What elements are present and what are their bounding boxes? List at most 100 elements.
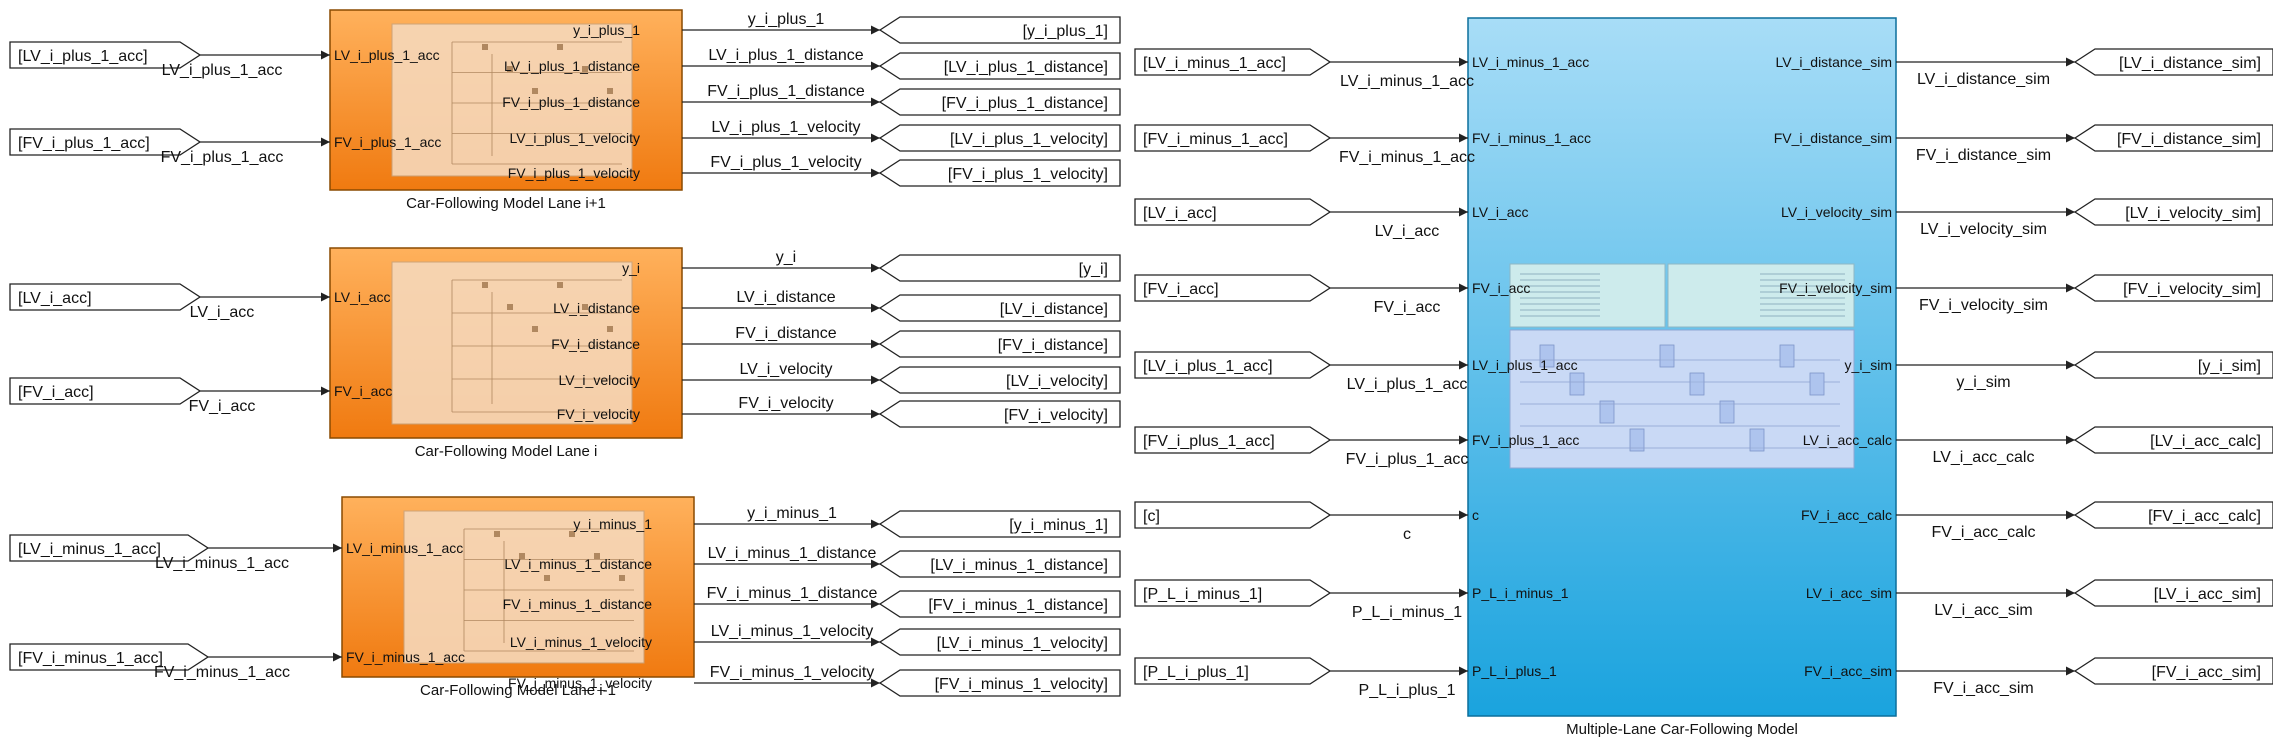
signal-label: LV_i_acc	[190, 304, 255, 321]
subsystem-preview	[403, 510, 645, 664]
signal-label: LV_i_acc_calc	[1933, 449, 2035, 466]
from-tag[interactable]: [LV_i_plus_1_acc]	[1134, 351, 1332, 379]
signal-label: LV_i_distance	[736, 289, 835, 306]
signal-label: y_i_sim	[1956, 374, 2010, 391]
goto-tag-label: [LV_i_plus_1_distance]	[944, 59, 1108, 76]
output-port-label: LV_i_plus_1_velocity	[510, 130, 641, 146]
input-port-label: FV_i_acc	[1472, 280, 1530, 296]
signal-label: LV_i_plus_1_acc	[1347, 376, 1468, 393]
from-tag[interactable]: [LV_i_acc]	[1134, 198, 1332, 226]
goto-tag-label: [FV_i_velocity]	[1004, 407, 1108, 424]
signal-label: y_i	[776, 249, 796, 266]
output-port-label: y_i_plus_1	[573, 22, 640, 38]
goto-tag-label: [FV_i_velocity_sim]	[2123, 281, 2261, 298]
goto-tag[interactable]: [FV_i_acc_calc]	[2073, 501, 2273, 529]
goto-tag-label: [FV_i_plus_1_distance]	[942, 95, 1108, 112]
from-tag[interactable]: [c]	[1134, 501, 1332, 529]
goto-tag[interactable]: [FV_i_plus_1_distance]	[878, 88, 1121, 116]
output-port-label: LV_i_plus_1_distance	[504, 58, 640, 74]
from-tag-label: [LV_i_minus_1_acc]	[18, 541, 161, 558]
goto-tag[interactable]: [FV_i_minus_1_distance]	[878, 590, 1121, 618]
from-tag-label: [FV_i_plus_1_acc]	[18, 135, 150, 152]
signal-label: FV_i_minus_1_acc	[1339, 149, 1475, 166]
goto-tag[interactable]: [y_i_sim]	[2073, 351, 2273, 379]
goto-tag[interactable]: [FV_i_distance]	[878, 330, 1121, 358]
goto-tag[interactable]: [LV_i_minus_1_velocity]	[878, 628, 1121, 656]
output-port-label: FV_i_plus_1_distance	[502, 94, 640, 110]
goto-tag[interactable]: [y_i]	[878, 254, 1121, 282]
output-port-label: FV_i_distance	[551, 336, 640, 352]
signal-label: FV_i_acc	[1374, 299, 1441, 316]
from-tag[interactable]: [FV_i_minus_1_acc]	[1134, 124, 1332, 152]
signal-label: LV_i_acc	[1375, 223, 1440, 240]
from-tag[interactable]: [FV_i_acc]	[9, 377, 202, 405]
from-tag[interactable]: [FV_i_plus_1_acc]	[9, 128, 202, 156]
goto-tag[interactable]: [FV_i_velocity_sim]	[2073, 274, 2273, 302]
goto-tag[interactable]: [LV_i_distance_sim]	[2073, 48, 2273, 76]
output-port-label: FV_i_distance_sim	[1774, 130, 1892, 146]
from-tag-label: [LV_i_acc]	[18, 290, 92, 307]
goto-tag[interactable]: [FV_i_velocity]	[878, 400, 1121, 428]
goto-tag[interactable]: [LV_i_plus_1_velocity]	[878, 124, 1121, 152]
goto-tag-label: [FV_i_acc_calc]	[2148, 508, 2261, 525]
goto-tag[interactable]: [FV_i_plus_1_velocity]	[878, 159, 1121, 187]
goto-tag[interactable]: [FV_i_distance_sim]	[2073, 124, 2273, 152]
goto-tag[interactable]: [y_i_minus_1]	[878, 510, 1121, 538]
output-port-label: LV_i_acc_sim	[1806, 585, 1892, 601]
from-tag[interactable]: [LV_i_plus_1_acc]	[9, 41, 202, 69]
input-port-label: LV_i_acc	[1472, 204, 1529, 220]
goto-tag[interactable]: [LV_i_velocity]	[878, 366, 1121, 394]
goto-tag-label: [FV_i_minus_1_distance]	[928, 597, 1108, 614]
goto-tag[interactable]: [FV_i_acc_sim]	[2073, 657, 2273, 685]
input-port-label: LV_i_minus_1_acc	[1472, 54, 1589, 70]
from-tag-label: [FV_i_minus_1_acc]	[1143, 131, 1288, 148]
input-port-label: FV_i_plus_1_acc	[334, 134, 441, 150]
signal-label: c	[1403, 526, 1411, 543]
from-tag[interactable]: [LV_i_acc]	[9, 283, 202, 311]
goto-tag-label: [LV_i_distance]	[1000, 301, 1108, 318]
from-tag[interactable]: [LV_i_minus_1_acc]	[1134, 48, 1332, 76]
goto-tag-label: [LV_i_velocity]	[1006, 373, 1108, 390]
goto-tag-label: [LV_i_minus_1_distance]	[930, 557, 1108, 574]
from-tag-label: [LV_i_acc]	[1143, 205, 1217, 222]
output-port-label: LV_i_minus_1_velocity	[510, 634, 652, 650]
input-port-label: P_L_i_plus_1	[1472, 663, 1557, 679]
signal-label: LV_i_minus_1_acc	[155, 555, 289, 572]
signal-label: LV_i_plus_1_distance	[708, 47, 863, 64]
goto-tag[interactable]: [LV_i_acc_sim]	[2073, 579, 2273, 607]
goto-tag[interactable]: [LV_i_minus_1_distance]	[878, 550, 1121, 578]
from-tag[interactable]: [FV_i_minus_1_acc]	[9, 643, 210, 671]
signal-label: LV_i_velocity_sim	[1920, 221, 2047, 238]
goto-tag[interactable]: [LV_i_acc_calc]	[2073, 426, 2273, 454]
from-tag[interactable]: [P_L_i_minus_1]	[1134, 579, 1332, 607]
goto-tag[interactable]: [LV_i_distance]	[878, 294, 1121, 322]
signal-label: y_i_plus_1	[748, 11, 825, 28]
subsystem-preview	[1509, 263, 1855, 469]
goto-tag-label: [LV_i_distance_sim]	[2119, 55, 2261, 72]
from-tag[interactable]: [FV_i_acc]	[1134, 274, 1332, 302]
goto-tag[interactable]: [LV_i_velocity_sim]	[2073, 198, 2273, 226]
from-tag[interactable]: [P_L_i_plus_1]	[1134, 657, 1332, 685]
goto-tag-label: [y_i]	[1079, 261, 1108, 278]
from-tag-label: [FV_i_plus_1_acc]	[1143, 433, 1275, 450]
signal-label: FV_i_plus_1_acc	[161, 149, 284, 166]
input-port-label: LV_i_minus_1_acc	[346, 540, 463, 556]
from-tag[interactable]: [LV_i_minus_1_acc]	[9, 534, 210, 562]
from-tag-label: [FV_i_acc]	[18, 384, 94, 401]
from-tag-label: [P_L_i_minus_1]	[1143, 586, 1262, 603]
subsystem-preview	[391, 261, 633, 425]
goto-tag[interactable]: [FV_i_minus_1_velocity]	[878, 669, 1121, 697]
input-port-label: LV_i_acc	[334, 289, 391, 305]
goto-tag-label: [LV_i_acc_sim]	[2154, 586, 2261, 603]
goto-tag-label: [y_i_plus_1]	[1023, 23, 1108, 40]
from-tag-label: [LV_i_minus_1_acc]	[1143, 55, 1286, 72]
input-port-label: P_L_i_minus_1	[1472, 585, 1569, 601]
signal-label: P_L_i_plus_1	[1359, 682, 1456, 699]
signal-label: P_L_i_minus_1	[1352, 604, 1462, 621]
goto-tag[interactable]: [y_i_plus_1]	[878, 16, 1121, 44]
goto-tag[interactable]: [LV_i_plus_1_distance]	[878, 52, 1121, 80]
from-tag[interactable]: [FV_i_plus_1_acc]	[1134, 426, 1332, 454]
signal-label: LV_i_velocity	[739, 361, 832, 378]
